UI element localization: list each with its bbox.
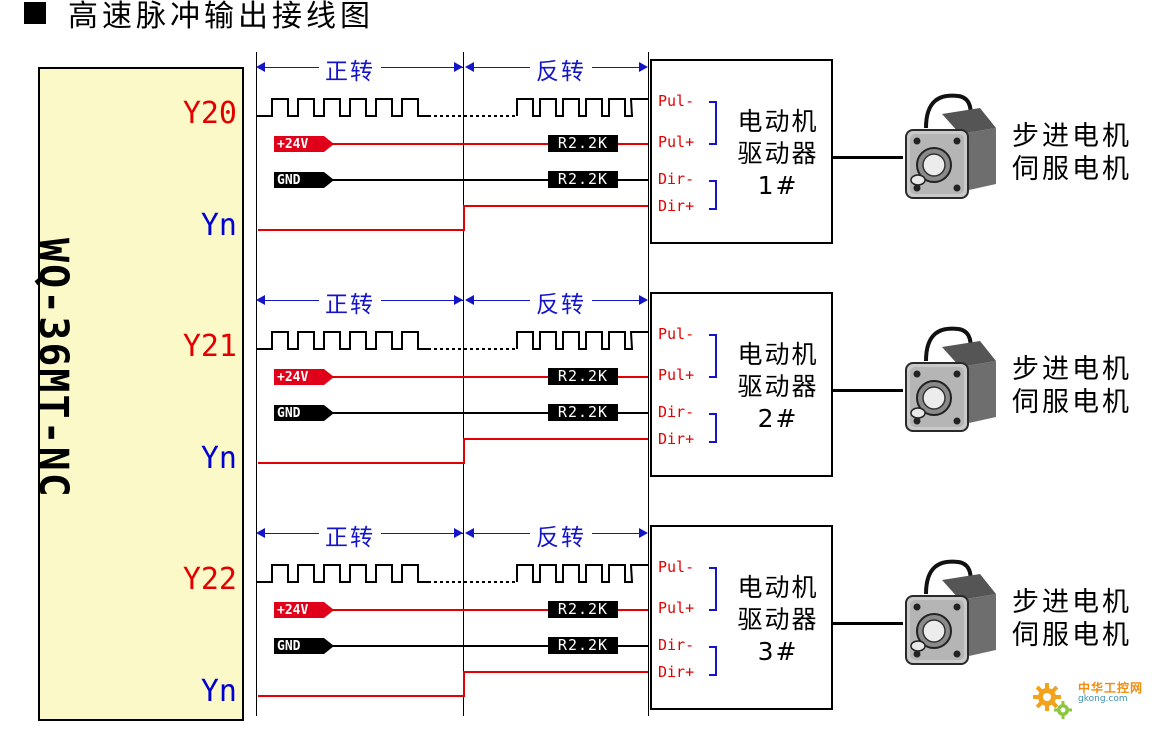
direction-port-label: Yn: [200, 441, 237, 476]
stepper-motor-icon: [905, 93, 996, 199]
forward-label: 正转: [319, 285, 381, 319]
dir-bracket: [709, 180, 717, 210]
resistor-pulse: R2.2K: [548, 368, 618, 385]
direction-port-label: Yn: [200, 674, 237, 709]
motor-driver-box: [650, 59, 833, 244]
direction-signal-low: [258, 695, 465, 697]
gnd-tag: GND: [274, 405, 334, 421]
watermark-url-text: gkong.com: [1078, 694, 1128, 704]
direction-signal-edge: [463, 671, 465, 697]
pul-bracket: [709, 334, 717, 378]
gnd-wire: [330, 179, 648, 181]
pin-dir-neg: Dir-: [658, 170, 695, 188]
dir-bracket: [709, 646, 717, 676]
direction-signal-high: [463, 671, 648, 673]
plus24v-tag: +24V: [274, 136, 334, 152]
motor-type-label: 步进电机伺服电机: [1012, 121, 1132, 185]
plus24v-wire: [330, 143, 648, 145]
gnd-tag: GND: [274, 172, 334, 188]
pin-pul-neg: Pul-: [658, 92, 695, 110]
motor-cable: [833, 389, 903, 392]
pul-bracket: [709, 101, 717, 145]
pin-dir-neg: Dir-: [658, 403, 695, 421]
watermark-cn-text: 中华工控网: [1078, 681, 1144, 695]
pin-dir-pos: Dir+: [658, 430, 695, 448]
direction-signal-high: [463, 438, 648, 440]
pin-pul-pos: Pul+: [658, 599, 695, 617]
stepper-motor-icon: [905, 326, 996, 432]
pulse-port-label: Y21: [182, 329, 237, 364]
plc-model-label: WQ-36MT-NC: [30, 238, 76, 499]
dir-bracket: [709, 413, 717, 443]
forward-label: 正转: [319, 52, 381, 86]
direction-signal-low: [258, 229, 465, 231]
resistor-direction: R2.2K: [548, 637, 618, 654]
plus24v-wire: [330, 376, 648, 378]
resistor-pulse: R2.2K: [548, 135, 618, 152]
forward-label: 正转: [319, 518, 381, 552]
pin-pul-pos: Pul+: [658, 366, 695, 384]
pin-dir-neg: Dir-: [658, 636, 695, 654]
pin-dir-pos: Dir+: [658, 197, 695, 215]
motor-driver-box: [650, 292, 833, 477]
direction-signal-low: [258, 462, 465, 464]
motor-cable: [833, 622, 903, 625]
resistor-direction: R2.2K: [548, 404, 618, 421]
plus24v-tag: +24V: [274, 369, 334, 385]
reverse-label: 反转: [530, 52, 592, 86]
stepper-motor-icon: [905, 559, 996, 665]
motor-driver-box: [650, 525, 833, 710]
pin-pul-neg: Pul-: [658, 558, 695, 576]
watermark-logo: 中华工控网 gkong.com: [1030, 676, 1160, 726]
reverse-label: 反转: [530, 285, 592, 319]
plc-controller-box: [38, 67, 244, 721]
pulse-port-label: Y22: [182, 562, 237, 597]
resistor-direction: R2.2K: [548, 171, 618, 188]
motor-type-label: 步进电机伺服电机: [1012, 354, 1132, 418]
gear-logo-icon: [1033, 683, 1072, 719]
gnd-wire: [330, 645, 648, 647]
pin-pul-pos: Pul+: [658, 133, 695, 151]
reverse-label: 反转: [530, 518, 592, 552]
plus24v-wire: [330, 609, 648, 611]
motor-cable: [833, 156, 903, 159]
direction-signal-edge: [463, 438, 465, 464]
gnd-tag: GND: [274, 638, 334, 654]
pulse-port-label: Y20: [182, 96, 237, 131]
direction-signal-edge: [463, 205, 465, 231]
divider-line-right: [648, 52, 649, 716]
square-bullet-icon: [24, 2, 46, 24]
pul-bracket: [709, 567, 717, 611]
gnd-wire: [330, 412, 648, 414]
direction-signal-high: [463, 205, 648, 207]
divider-line-left: [256, 52, 257, 716]
resistor-pulse: R2.2K: [548, 601, 618, 618]
page-title: 高速脉冲输出接线图: [68, 0, 374, 34]
page-header: 高速脉冲输出接线图: [24, 0, 374, 34]
direction-port-label: Yn: [200, 208, 237, 243]
plus24v-tag: +24V: [274, 602, 334, 618]
pin-dir-pos: Dir+: [658, 663, 695, 681]
pin-pul-neg: Pul-: [658, 325, 695, 343]
divider-line-mid: [463, 52, 464, 716]
motor-type-label: 步进电机伺服电机: [1012, 587, 1132, 651]
